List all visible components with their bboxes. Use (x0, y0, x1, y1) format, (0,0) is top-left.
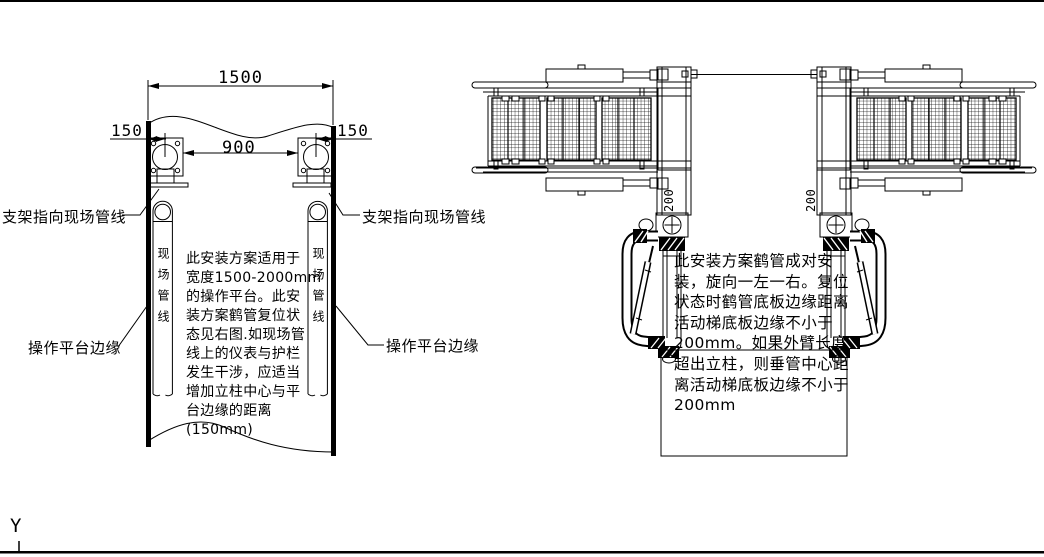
right-view (471, 64, 1036, 457)
leader-bracket-left (122, 188, 160, 216)
bracket-callout-right: 支架指向现场管线 (362, 208, 487, 226)
dimension-1500 (147, 80, 334, 125)
leader-edge-left (117, 305, 148, 348)
dim-200-right-text: 200 (804, 188, 818, 212)
platform-edge-left-line (146, 121, 151, 447)
left-view-note: 此安装方案适用于 宽度1500-2000mm 的操作平台。此安 装方案鹤管复位状… (186, 251, 322, 438)
dim-1500-text: 1500 (218, 68, 263, 88)
field-pipe-label-right: 现场管线 (311, 247, 325, 331)
dim-200-left-text: 200 (662, 188, 676, 212)
field-pipe-right (307, 200, 328, 397)
left-view (110, 80, 384, 456)
pipe-bracket-right (292, 137, 334, 188)
right-view-note: 此安装方案鹤管成对安 装，旋向一左一右。复位 状态时鹤管底板边缘距离 活动梯底板… (674, 252, 849, 415)
gangway-floor-plate (660, 349, 848, 457)
dim-900-text: 900 (222, 138, 256, 158)
field-pipe-left (152, 200, 173, 397)
platform-edge-callout-right: 操作平台边缘 (386, 337, 480, 355)
bracket-callout-left: 支架指向现场管线 (2, 208, 127, 226)
leader-bracket-right (328, 192, 360, 216)
pipe-bracket-left (147, 137, 189, 188)
gangway-edge (690, 69, 818, 79)
leader-edge-right (335, 305, 384, 346)
dimension-900 (183, 150, 298, 156)
platform-edge-callout-left: 操作平台边缘 (28, 339, 122, 357)
y-axis-label: Y (10, 515, 22, 537)
break-line-top (147, 115, 335, 139)
break-line-bottom (147, 421, 335, 453)
dim-150-left-text: 150 (111, 121, 143, 140)
field-pipe-label-left: 现场管线 (156, 247, 170, 331)
platform-edge-right-line (331, 126, 336, 456)
dim-150-right-text: 150 (337, 121, 369, 140)
arm-platform-unit-left (471, 64, 692, 364)
